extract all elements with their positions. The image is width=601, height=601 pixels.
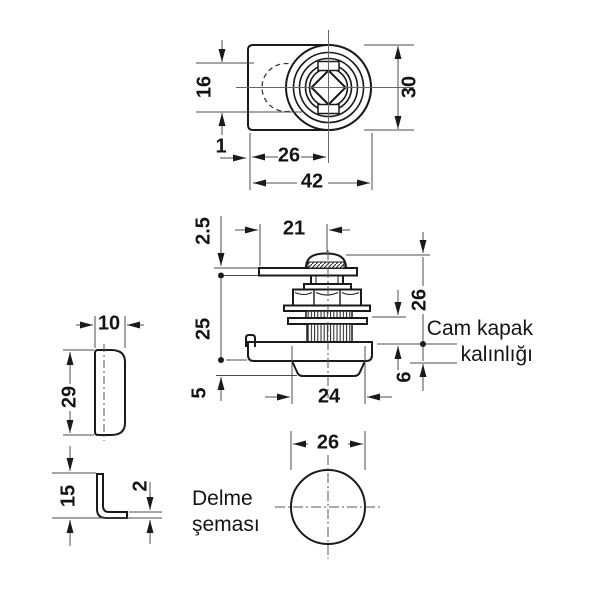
- dim-26-drill: [290, 431, 366, 470]
- dim-15: [52, 446, 162, 546]
- dim-label-26-side: 26: [408, 288, 431, 312]
- drill-schema-label: Delme şeması: [192, 486, 260, 538]
- dim-1-26-42: [220, 133, 373, 190]
- hex-nut: [292, 288, 362, 307]
- cam-angle-profile: [96, 473, 128, 519]
- dim-label-29: 29: [58, 385, 81, 409]
- dim-29: [63, 349, 94, 436]
- dim-label-24: 24: [317, 385, 341, 408]
- glass-thickness-label-line2: kalınlığı: [460, 343, 533, 366]
- dim-21: [235, 224, 350, 266]
- dim-16: [196, 40, 302, 135]
- glass-thickness-label-line1: Cam kapak: [426, 317, 533, 340]
- washer-top: [283, 304, 371, 312]
- thread-section-2: [306, 323, 353, 343]
- housing-left-lip: [245, 334, 256, 347]
- dim-label-21: 21: [282, 217, 306, 240]
- top-view: [196, 30, 414, 190]
- dim-label-16: 16: [193, 75, 216, 99]
- dim-10: [76, 316, 144, 348]
- drill-schema-label-line2: şeması: [192, 513, 260, 536]
- housing-body: [247, 341, 373, 362]
- dim-label-6: 6: [393, 371, 416, 383]
- dim-label-30: 30: [398, 75, 421, 99]
- dim-label-42: 42: [300, 170, 324, 193]
- dim-30: [364, 44, 414, 131]
- cam-plate: [258, 267, 358, 277]
- drill-schema-label-line1: Delme: [192, 487, 253, 510]
- bottom-cylinder: [290, 360, 367, 377]
- dim-label-25: 25: [192, 317, 215, 341]
- dim-label-15: 15: [57, 484, 80, 508]
- glass-thickness-label: Cam kapak kalınlığı: [400, 316, 533, 368]
- dim-label-1: 1: [215, 135, 227, 158]
- dim-label-10: 10: [97, 312, 121, 335]
- dim-label-2: 2: [129, 480, 152, 492]
- dim-2: [129, 482, 162, 544]
- dim-left-chain: [214, 216, 297, 401]
- dim-label-26-drill: 26: [316, 431, 340, 454]
- cam-views: [52, 316, 162, 546]
- dim-label-5: 5: [188, 387, 211, 399]
- drill-view: [275, 431, 381, 559]
- dim-label-26-top: 26: [277, 144, 301, 167]
- dim-label-2-5: 2.5: [192, 217, 215, 245]
- cam-front-outline: [94, 349, 126, 436]
- dome-hatch-washer: [307, 261, 345, 269]
- side-view: [214, 216, 457, 404]
- dim-24: [265, 346, 392, 404]
- dim-right-chain: [346, 232, 457, 391]
- thread-section-1: [305, 310, 353, 319]
